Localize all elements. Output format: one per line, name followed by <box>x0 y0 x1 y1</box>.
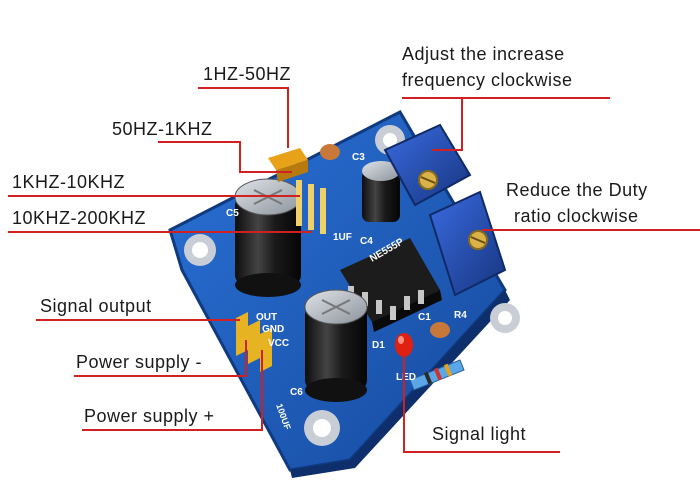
trimpot-frequency <box>383 123 472 207</box>
silk-c1: C1 <box>418 312 431 323</box>
label-range-1khz-10khz: 1KHZ-10KHZ <box>12 172 126 192</box>
mounting-hole-icon <box>184 125 520 446</box>
silk-c6: C6 <box>290 387 303 398</box>
label-signal-light: Signal light <box>432 424 527 444</box>
silk-c3: C3 <box>352 152 365 163</box>
label-power-supply-plus: Power supply + <box>84 406 215 426</box>
ceramic-capacitor <box>320 144 340 160</box>
label-range-50hz-1khz: 50HZ-1KHZ <box>112 119 213 139</box>
silk-r4: R4 <box>454 310 467 321</box>
label-power-supply-minus: Power supply - <box>76 352 203 372</box>
label-range-10khz-200khz: 10KHZ-200KHZ <box>12 208 147 228</box>
ceramic-capacitor <box>430 322 450 338</box>
trimpot-duty <box>428 190 507 297</box>
label-adjust-frequency-line1: Adjust the increase <box>402 44 565 64</box>
resistor <box>409 359 465 391</box>
silk-out: OUT <box>256 312 277 323</box>
silk-gnd: GND <box>262 324 284 335</box>
label-signal-output: Signal output <box>40 296 152 316</box>
leader-lines <box>8 87 700 453</box>
label-range-1hz-50hz: 1HZ-50HZ <box>203 64 292 84</box>
electrolytic-capacitor-bottom <box>304 289 368 402</box>
silk-led: LED <box>396 372 416 383</box>
silk-c4: C4 <box>360 236 373 247</box>
silk-r3: R3 <box>480 342 493 353</box>
pcb-edge <box>290 290 510 478</box>
label-duty-line1: Reduce the Duty <box>506 180 648 200</box>
silk-c5: C5 <box>226 208 239 219</box>
silk-d1: D1 <box>372 340 385 351</box>
silk-vcc: VCC <box>268 338 289 349</box>
signal-led <box>395 333 413 357</box>
silk-1uf: 1UF <box>333 232 352 243</box>
label-duty-line2: ratio clockwise <box>514 206 639 226</box>
electrolytic-capacitor-small <box>362 161 400 222</box>
label-adjust-frequency-line2: frequency clockwise <box>402 70 573 90</box>
